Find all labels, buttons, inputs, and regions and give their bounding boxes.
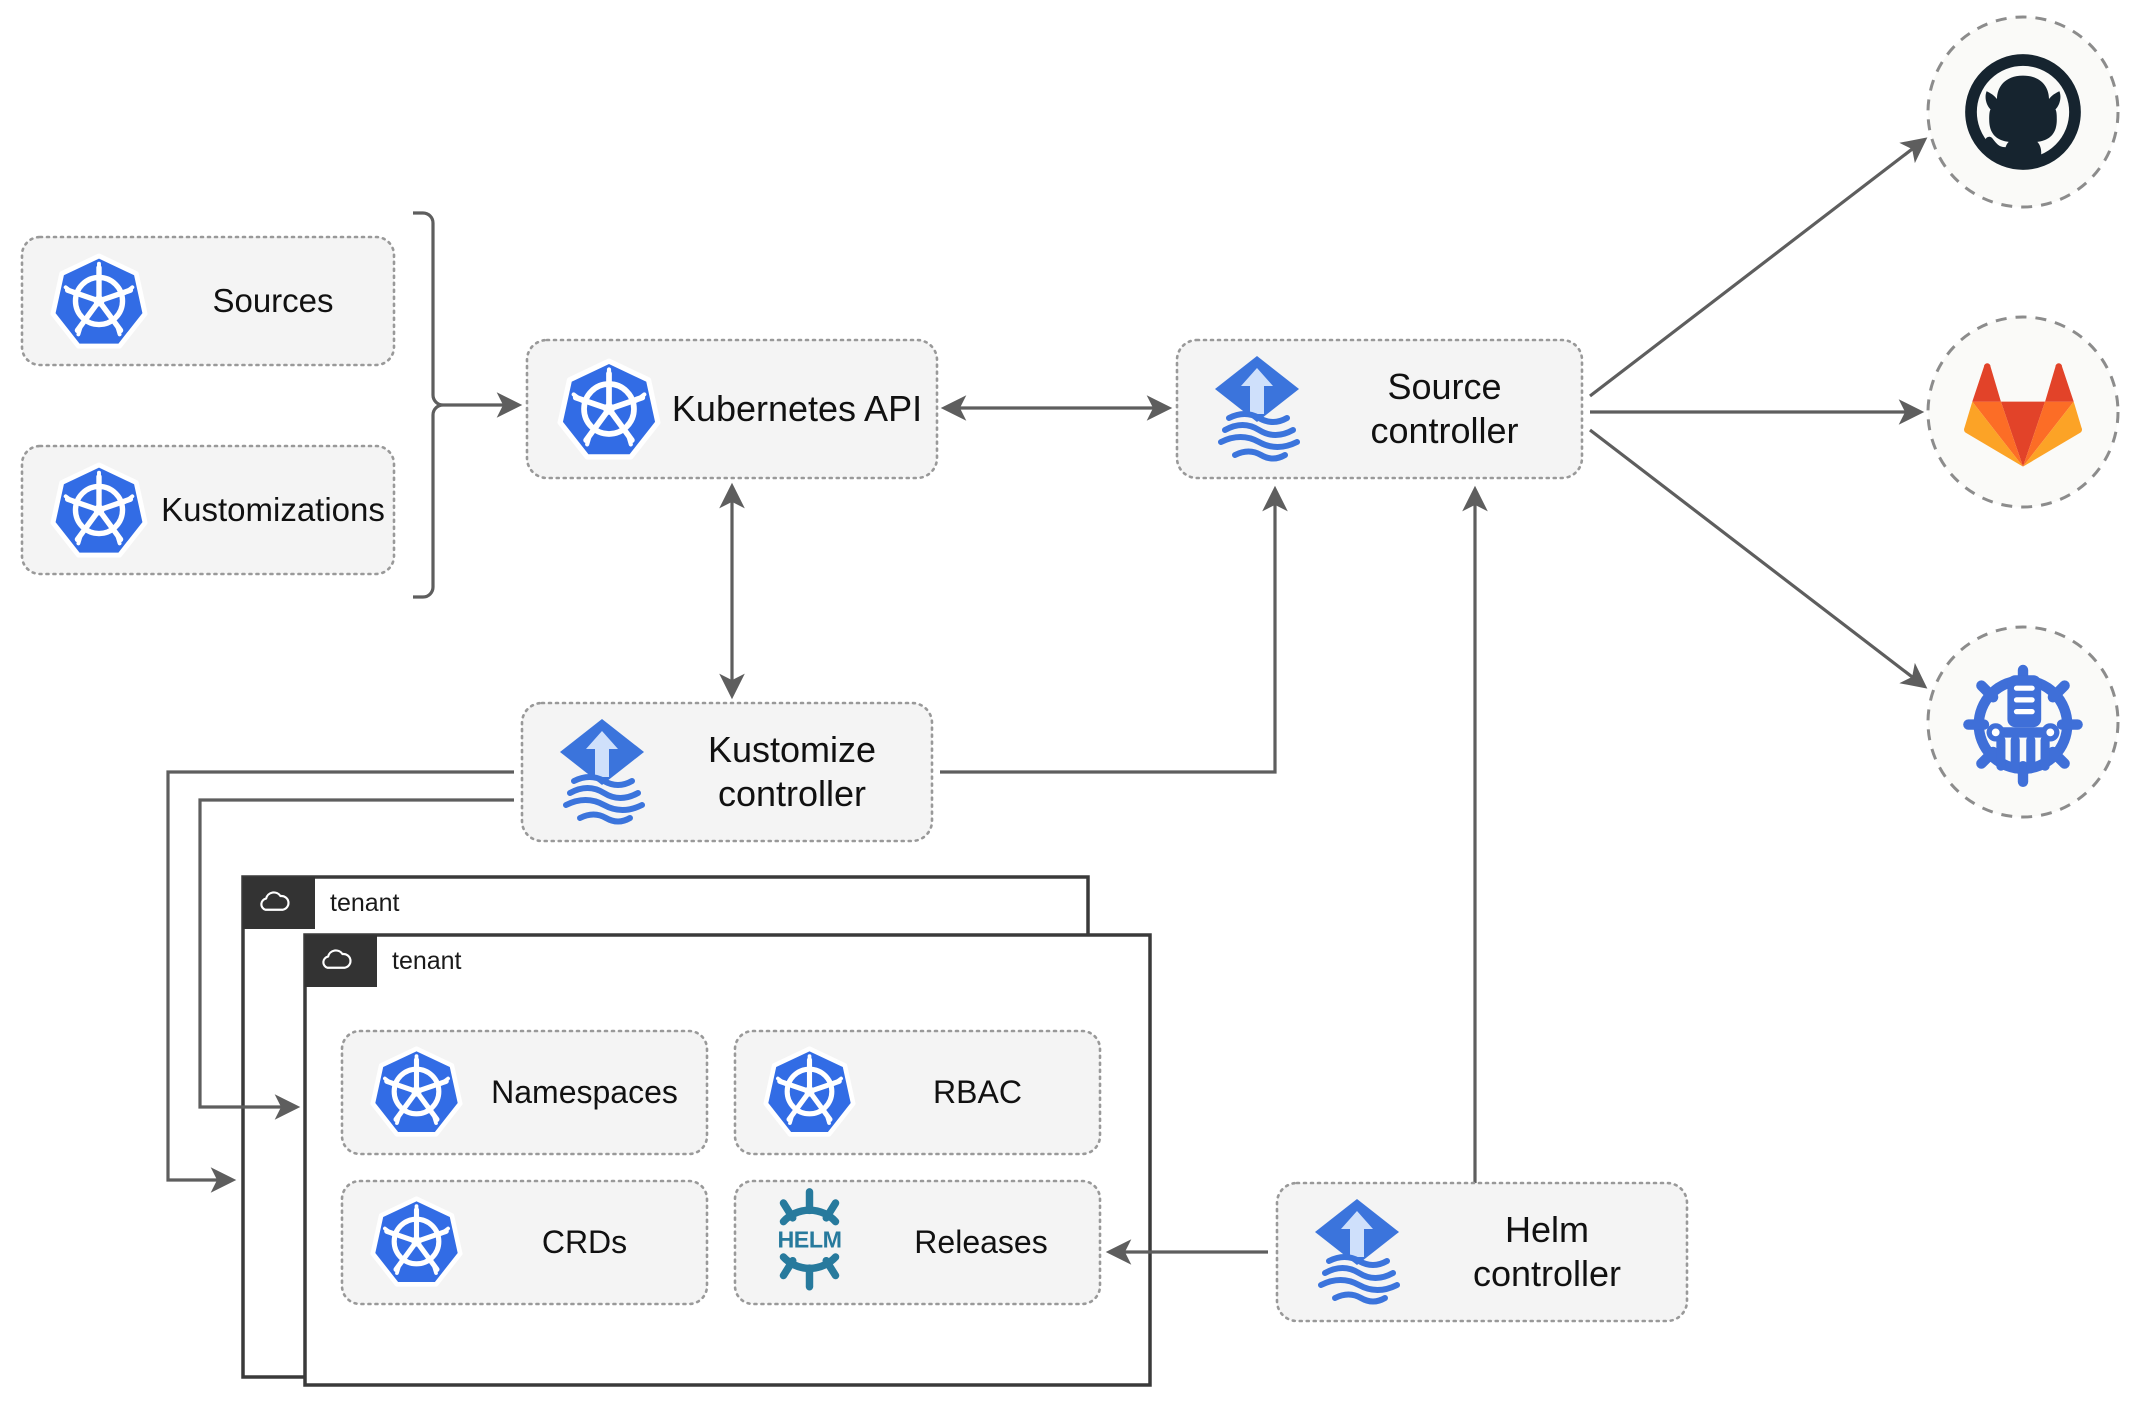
node-rbac[interactable] (733, 1029, 1102, 1156)
tenant-outer-label: tenant (330, 888, 400, 917)
endpoint-helm-repository[interactable] (1926, 625, 2120, 819)
node-crds[interactable] (340, 1179, 709, 1306)
endpoint-github[interactable] (1926, 15, 2120, 209)
node-kustomize-controller[interactable] (520, 701, 934, 843)
edge-kustomize-to-source (940, 485, 1288, 774)
edge-sources-bracket (413, 211, 444, 599)
node-releases[interactable] (733, 1179, 1102, 1306)
node-kustomizations[interactable] (20, 444, 396, 576)
node-kubernetes-api[interactable] (525, 338, 939, 480)
node-source-controller[interactable] (1175, 338, 1584, 480)
node-sources[interactable] (20, 235, 396, 367)
node-helm-controller[interactable] (1275, 1181, 1689, 1323)
tenant-inner-label: tenant (392, 946, 462, 975)
edge-kustomize-to-tenant-inner (198, 798, 514, 1120)
node-layer (20, 235, 1689, 1323)
edge-kustomize-to-tenant-outer (166, 770, 514, 1193)
tenant-panel-inner (303, 933, 1152, 1387)
endpoint-layer (1926, 15, 2120, 819)
endpoint-gitlab[interactable] (1926, 315, 2120, 509)
edge-source-to-helm-repository (1589, 428, 1928, 689)
node-namespaces[interactable] (340, 1029, 709, 1156)
edge-layer (166, 137, 1928, 1265)
edge-source-to-github (1589, 137, 1928, 398)
